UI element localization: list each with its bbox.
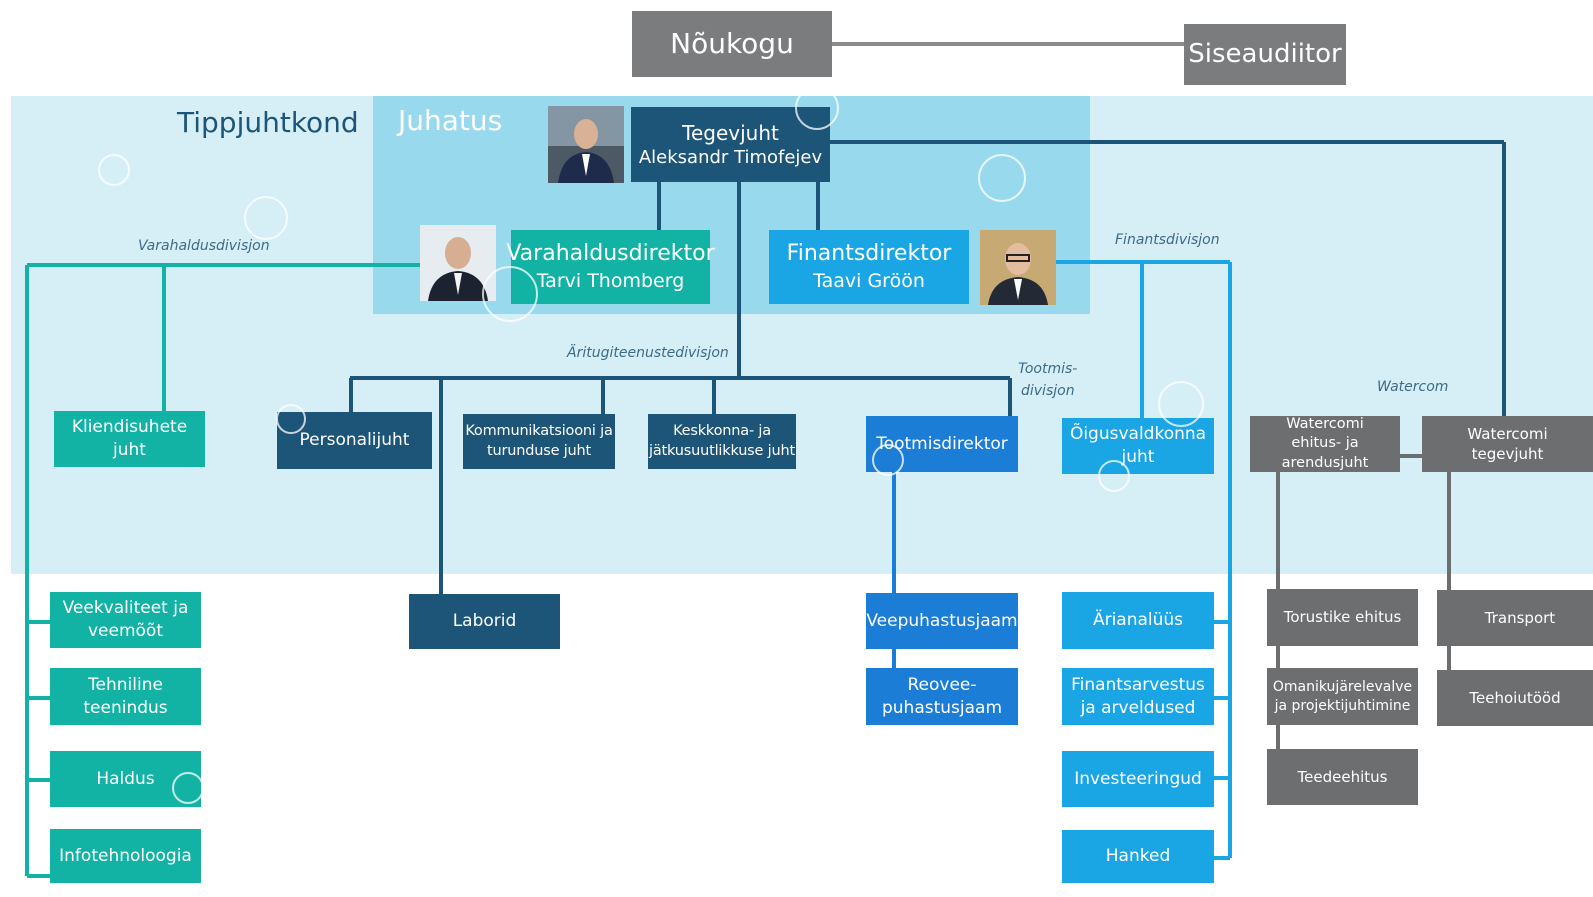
procurement-box: Hanked (1062, 830, 1214, 883)
technical-service-box: Tehniline teenindus (50, 668, 201, 725)
board-box: Nõukogu (632, 11, 832, 77)
water-quality-box: Veekvaliteet ja veemõõt (50, 592, 201, 648)
labs-label: Laborid (452, 611, 517, 632)
ceo-role: Tegevjuht (682, 120, 779, 145)
road-maintenance-line1: Teehoiutööd (1469, 688, 1561, 707)
it-line1: Infotehnoloogia (59, 845, 192, 866)
auditor-title: Siseaudiitor (1188, 38, 1342, 69)
owner-supervision-line1: Omanikujärelevalve (1272, 678, 1413, 695)
technical-service-line1: Tehniline (88, 674, 163, 695)
it-box: Infotehnoloogia (50, 829, 201, 883)
water-quality-line2: veemõõt (87, 621, 163, 641)
wastewater-plant-box: Reovee- puhastusjaam (866, 668, 1018, 725)
bubble-decoration (1158, 381, 1204, 427)
water-treatment-plant-box: Veepuhastusjaam (866, 593, 1018, 649)
watercom-ceo-box: Watercomi tegevjuht (1422, 416, 1593, 472)
owner-supervision-line2: ja projektijuhtimine (1274, 697, 1411, 714)
bubble-decoration (795, 86, 839, 130)
legal-line2: juht (1121, 447, 1155, 467)
ceo-box: Tegevjuht Aleksandr Timofejev (631, 107, 830, 182)
ceo-photo (548, 106, 624, 183)
asset-director-box: Varahaldusdirektor Tarvi Thomberg (506, 230, 715, 304)
accounting-line2: ja arveldused (1080, 697, 1196, 718)
bubble-decoration (98, 154, 130, 186)
transport-line1: Transport (1484, 608, 1556, 627)
owner-supervision-box: Omanikujärelevalve ja projektijuhtimine (1267, 668, 1418, 725)
bubble-decoration (172, 772, 204, 804)
client-relations-line2: juht (113, 440, 146, 460)
client-relations-box: Kliendisuhete juht (54, 411, 205, 467)
ceo-name: Aleksandr Timofejev (638, 146, 823, 168)
production-division-label-line1: Tootmis- (1018, 361, 1078, 377)
bubble-decoration (244, 196, 288, 240)
road-maintenance-box: Teehoiutööd (1437, 670, 1593, 726)
procurement-line1: Hanked (1105, 846, 1171, 867)
management-board-label: Juhatus (398, 104, 503, 137)
watercom-ceo-line2: tegevjuht (1471, 445, 1544, 463)
production-division-label-line2: divisjon (1021, 383, 1075, 400)
client-relations-line1: Kliendisuhete (71, 417, 188, 438)
hr-label: Personalijuht (299, 430, 410, 451)
bubble-decoration (276, 404, 306, 434)
watercom-ceo-line1: Watercomi (1467, 424, 1548, 443)
watercom-construction-head-box: Watercomi ehitus- ja arendusjuht (1250, 416, 1400, 472)
water-quality-line1: Veekvaliteet ja (62, 598, 189, 619)
business-analysis-line1: Ärianalüüs (1092, 610, 1184, 631)
cfo-box: Finantsdirektor Taavi Gröön (769, 230, 969, 304)
environment-line1: Keskkonna- ja (673, 422, 771, 439)
asset-division-label: Varahaldusdivisjon (138, 238, 270, 254)
water-treatment-line1: Veepuhastusjaam (866, 610, 1018, 631)
asset-director-role: Varahaldusdirektor (506, 241, 715, 267)
production-division-label: Tootmis- divisjon (1018, 358, 1077, 403)
communications-box: Kommunikatsiooni ja turunduse juht (463, 414, 615, 469)
cfo-photo (980, 230, 1056, 305)
investments-box: Investeeringud (1062, 751, 1214, 807)
investments-line1: Investeeringud (1074, 768, 1202, 789)
technical-service-line2: teenindus (83, 697, 168, 718)
maintenance-line1: Haldus (96, 768, 155, 789)
wastewater-line1: Reovee- (907, 674, 977, 695)
accounting-line1: Finantsarvestus (1071, 674, 1205, 695)
asset-director-name: Tarvi Thomberg (536, 269, 685, 292)
accounting-box: Finantsarvestus ja arveldused (1062, 668, 1214, 725)
labs-box: Laborid (409, 594, 560, 649)
watercom-label: Watercom (1377, 379, 1449, 395)
communications-line2: turunduse juht (487, 442, 591, 459)
legal-box: Õigusvaldkonna juht (1062, 418, 1214, 474)
pipeline-construction-line1: Torustike ehitus (1283, 608, 1402, 627)
cfo-name: Taavi Gröön (813, 269, 925, 292)
production-director-label: Tootmisdirektor (876, 433, 1008, 454)
bubble-decoration (482, 266, 538, 322)
watercom-construction-head-line1: Watercomi (1286, 415, 1364, 432)
cfo-role: Finantsdirektor (786, 241, 952, 267)
legal-line1: Õigusvaldkonna (1069, 424, 1207, 445)
finance-division-label: Finantsdivisjon (1115, 232, 1220, 248)
top-management-label: Tippjuhtkond (177, 106, 359, 139)
bubble-decoration (978, 154, 1026, 202)
road-construction-line1: Teedeehitus (1297, 767, 1388, 786)
business-analysis-box: Ärianalüüs (1062, 592, 1214, 649)
environment-box: Keskkonna- ja jätkusuutlikkuse juht (648, 414, 796, 469)
wastewater-line2: puhastusjaam (881, 697, 1003, 718)
environment-line2: jätkusuutlikkuse juht (649, 442, 795, 459)
bubble-decoration (1098, 460, 1130, 492)
road-construction-box: Teedeehitus (1267, 749, 1418, 805)
communications-line1: Kommunikatsiooni ja (465, 422, 613, 439)
business-services-division-label: Äritugiteenustedivisjon (567, 345, 729, 361)
bubble-decoration (872, 444, 904, 476)
transport-box: Transport (1437, 590, 1593, 646)
board-title: Nõukogu (670, 27, 794, 61)
pipeline-construction-box: Torustike ehitus (1267, 589, 1418, 646)
watercom-construction-head-line2: ehitus- ja arendusjuht (1281, 435, 1369, 471)
internal-auditor-box: Siseaudiitor (1184, 24, 1346, 85)
